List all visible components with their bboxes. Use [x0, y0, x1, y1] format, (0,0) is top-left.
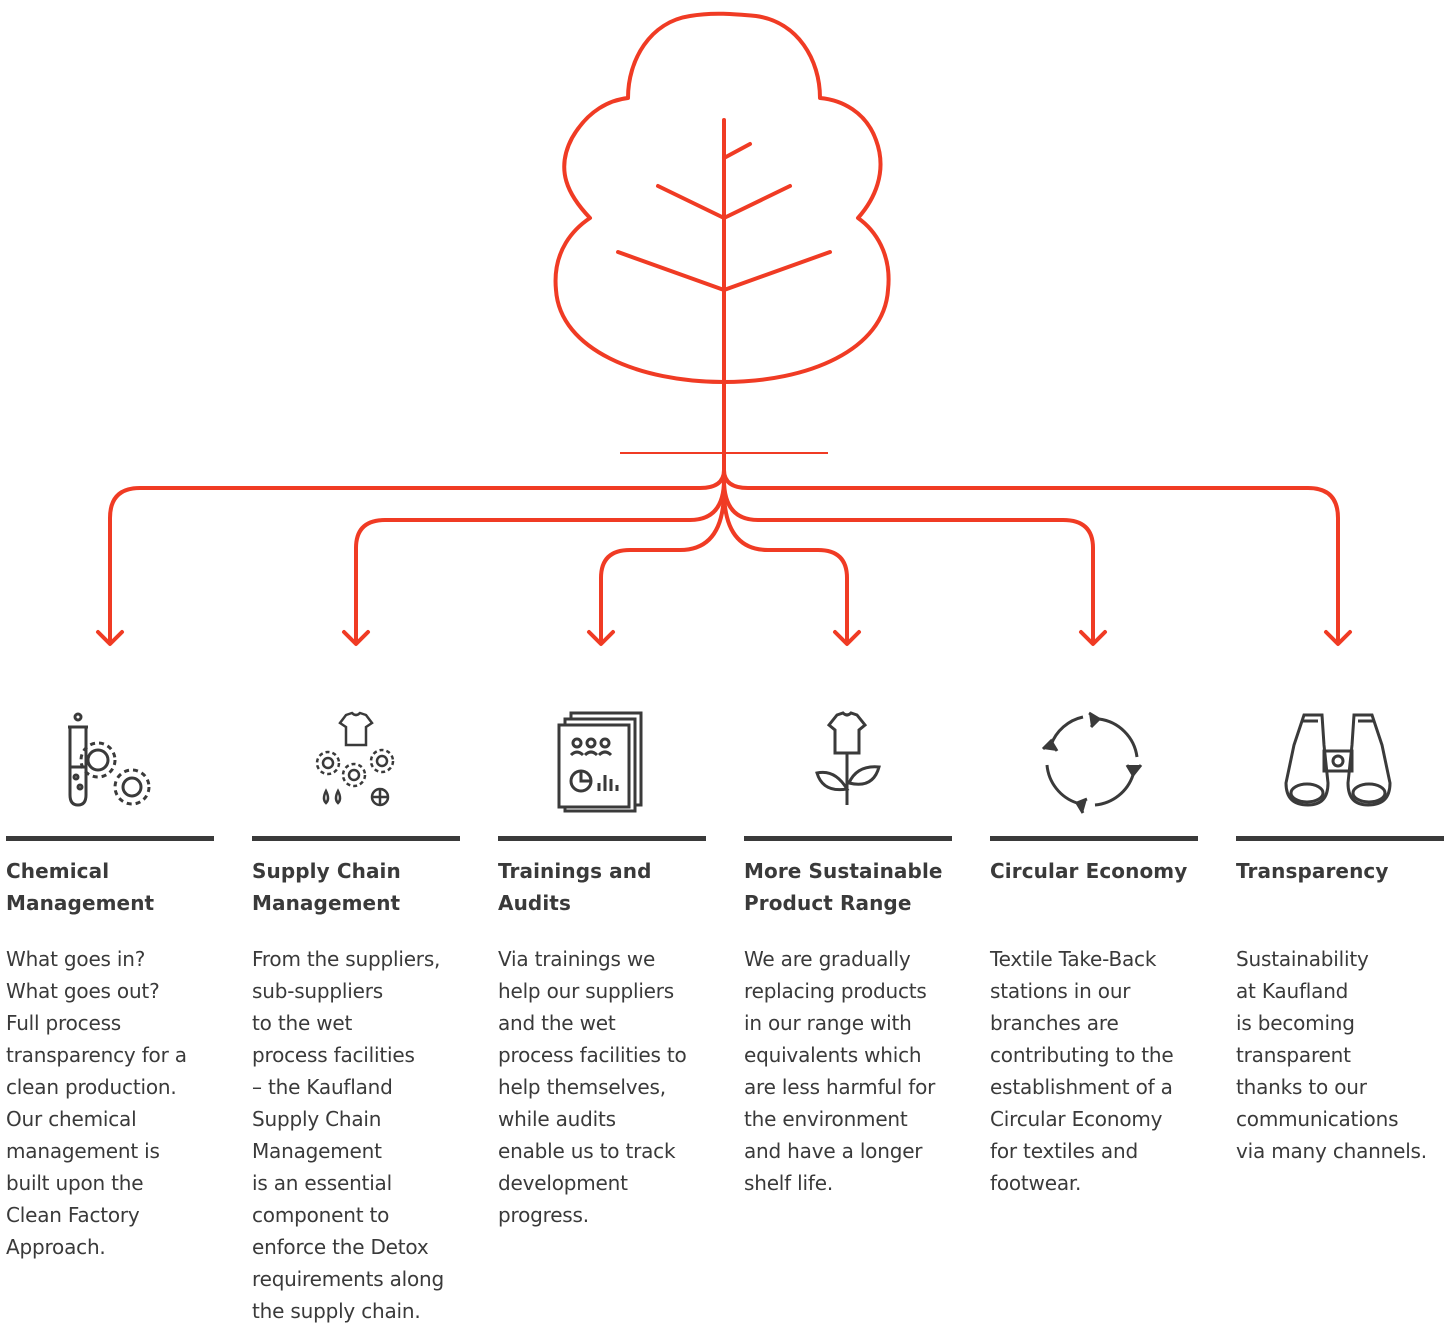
supply-chain-gears-icon — [296, 705, 416, 815]
column-title: More Sustainable Product Range — [744, 859, 943, 915]
column-rule — [252, 836, 460, 841]
recycle-circle-icon — [1033, 705, 1153, 815]
column-title: Trainings and Audits — [498, 859, 652, 915]
arrow-head — [96, 630, 124, 646]
arrow-head — [1079, 630, 1107, 646]
column-transparency: Transparency Sustainability at Kaufland … — [1236, 836, 1450, 1167]
flow-line-trainings — [599, 488, 726, 642]
column-sustainable-product-range: More Sustainable Product Range We are gr… — [744, 836, 958, 1199]
tree-branch — [722, 250, 832, 292]
column-supply-chain-management: Supply Chain Management From the supplie… — [252, 836, 466, 1327]
column-rule — [744, 836, 952, 841]
shirt-plant-icon — [787, 705, 907, 815]
flow-line-transparency — [722, 468, 1340, 642]
column-body: Sustainability at Kaufland is becoming t… — [1236, 947, 1427, 1163]
tree-branch — [656, 184, 726, 220]
column-rule — [498, 836, 706, 841]
tree-branch — [722, 142, 752, 160]
column-trainings-and-audits: Trainings and Audits Via trainings we he… — [498, 836, 712, 1231]
tree-crown — [553, 11, 891, 384]
column-rule — [1236, 836, 1444, 841]
chemical-gears-icon — [50, 705, 170, 815]
arrow-head — [587, 630, 615, 646]
binoculars-icon — [1278, 705, 1398, 815]
tree-branch — [722, 184, 792, 220]
column-body: What goes in? What goes out? Full proces… — [6, 947, 187, 1259]
tree-diagram — [96, 11, 1352, 646]
flow-line-range — [722, 488, 849, 642]
arrow-head — [1324, 630, 1352, 646]
column-body: Textile Take-Back stations in our branch… — [990, 947, 1174, 1195]
column-body: We are gradually replacing products in o… — [744, 947, 936, 1195]
column-title: Chemical Management — [6, 859, 155, 915]
flow-line-circular — [722, 478, 1095, 642]
arrow-head — [342, 630, 370, 646]
column-rule — [990, 836, 1198, 841]
flow-line-chemical — [108, 468, 726, 642]
column-chemical-management: Chemical Management What goes in? What g… — [6, 836, 220, 1263]
column-title: Transparency — [1236, 859, 1389, 883]
tree-branch — [616, 250, 726, 292]
training-report-icon — [541, 705, 661, 815]
flow-line-supply — [354, 478, 726, 642]
column-body: Via trainings we help our suppliers and … — [498, 947, 687, 1227]
arrow-head — [833, 630, 861, 646]
column-title: Supply Chain Management — [252, 859, 401, 915]
column-rule — [6, 836, 214, 841]
column-body: From the suppliers, sub-suppliers to the… — [252, 947, 445, 1323]
column-title: Circular Economy — [990, 859, 1188, 883]
column-circular-economy: Circular Economy Textile Take-Back stati… — [990, 836, 1204, 1199]
